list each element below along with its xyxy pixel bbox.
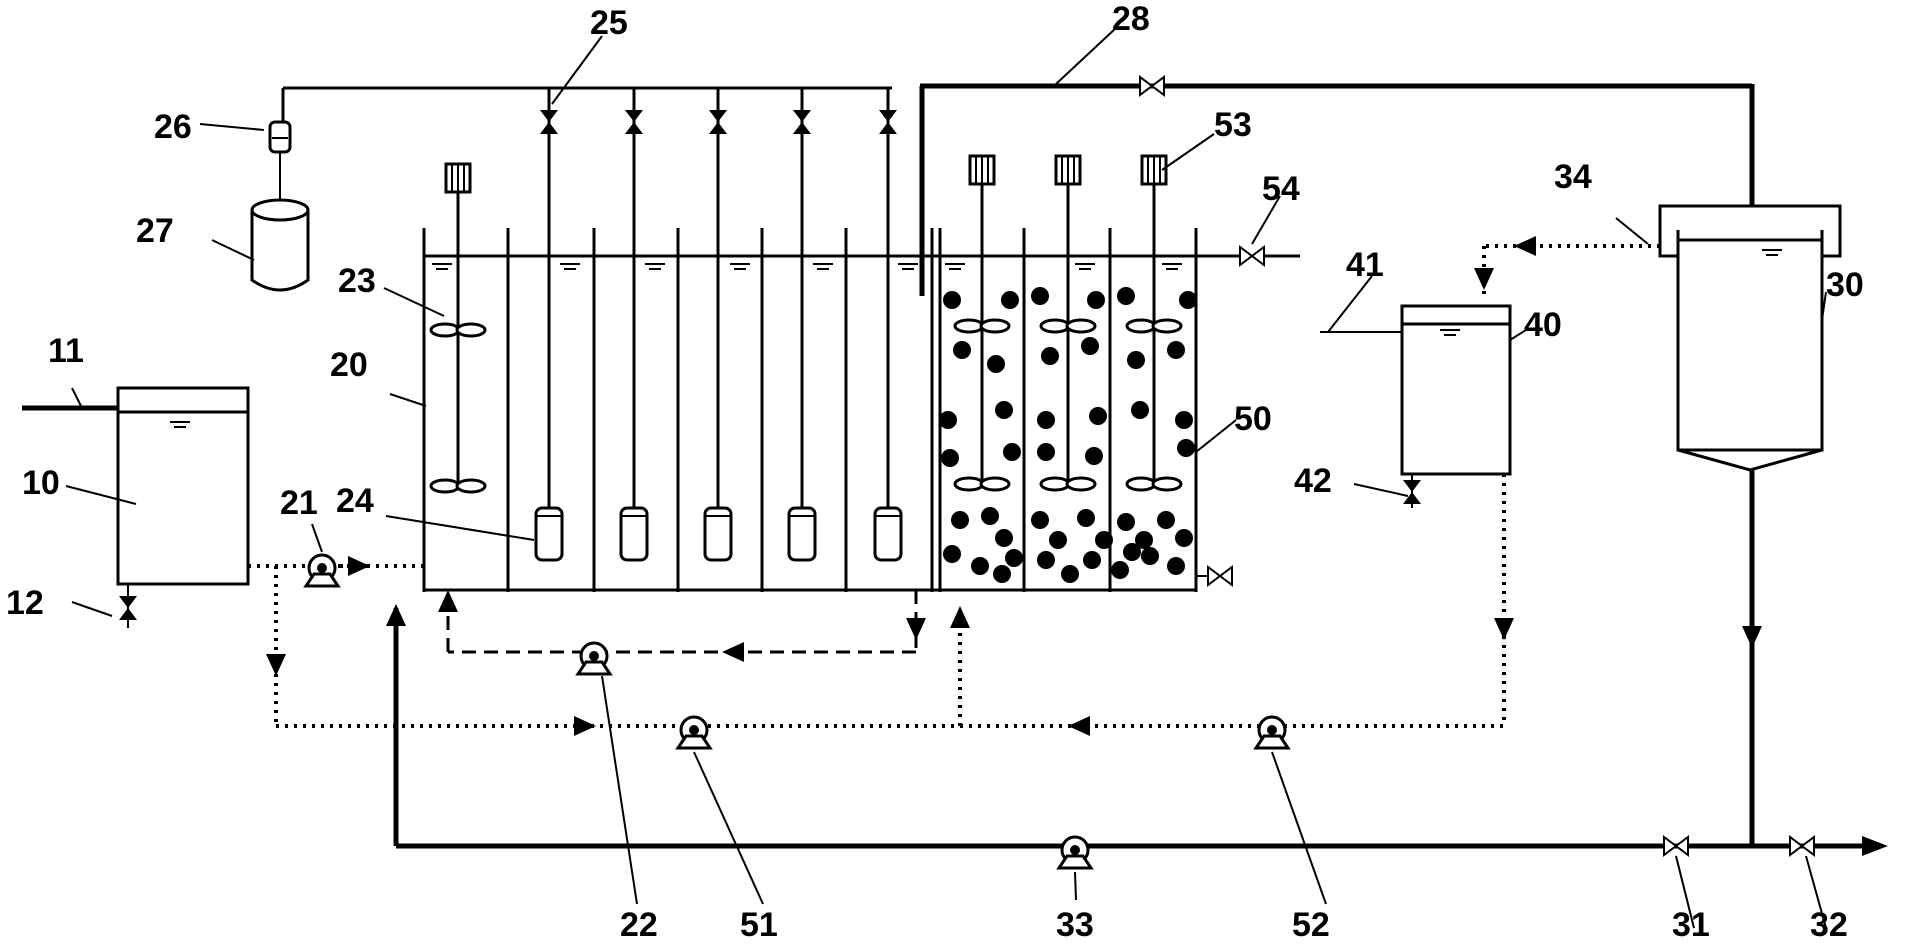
media-dot [1001,291,1019,309]
line-34 [1474,236,1660,300]
label-54: 54 [1262,170,1300,208]
label-28: 28 [1112,0,1150,38]
dotted-loop-51-52 [266,474,1514,750]
biofilm-tank-50 [938,154,1300,592]
leader-lines [65,27,1827,929]
media-dot [1157,511,1175,529]
label-11: 11 [48,332,84,370]
media-dot [995,401,1013,419]
outlet-valve-54 [1239,246,1265,266]
media-dot [1135,531,1153,549]
media-dot [1031,511,1049,529]
label-52: 52 [1292,906,1330,944]
dosing-valves-25 [540,88,897,510]
label-22: 22 [620,906,658,944]
tank-40 [1320,304,1512,508]
media-dot [981,507,999,525]
settling-tank-30 [1658,204,1842,846]
media-dot [953,341,971,359]
label-10: 10 [22,464,60,502]
label-40: 40 [1524,306,1562,344]
label-27: 27 [136,212,174,250]
label-24: 24 [336,482,374,520]
label-41: 41 [1346,246,1384,284]
media-dot [1111,561,1129,579]
media-dot [943,291,961,309]
media-dot [1167,557,1185,575]
media-dot [995,529,1013,547]
dosing-tank-27 [250,88,310,292]
media-dot [1061,565,1079,583]
label-51: 51 [740,906,778,944]
media-dot [1175,411,1193,429]
label-53: 53 [1214,106,1252,144]
media-dot [1085,447,1103,465]
media-dot [1123,543,1141,561]
label-25: 25 [590,4,628,42]
label-12: 12 [6,584,44,622]
media-dot [1177,439,1195,457]
media-dot [1049,531,1067,549]
label-34: 34 [1554,158,1592,196]
media-dot [1037,551,1055,569]
media-dot [1087,291,1105,309]
media-dot [941,449,959,467]
carrier-media [939,287,1197,583]
media-dot [1179,291,1197,309]
recirculation-line-22 [438,590,926,676]
media-dot [1131,401,1149,419]
media-dot [1041,347,1059,365]
media-dot [1167,341,1185,359]
label-21: 21 [280,484,318,522]
label-33: 33 [1056,906,1094,944]
media-dot [987,355,1005,373]
media-dot [1117,287,1135,305]
media-dot [1175,529,1193,547]
media-dot [971,557,989,575]
media-dot [1089,407,1107,425]
media-dot [1037,443,1055,461]
media-dot [1117,513,1135,531]
media-dot [1005,549,1023,567]
media-dot [939,411,957,429]
media-dot [1127,351,1145,369]
media-dot [1077,509,1095,527]
media-dot [1095,531,1113,549]
label-20: 20 [330,346,368,384]
media-dot [1083,551,1101,569]
media-dot [951,511,969,529]
label-26: 26 [154,108,192,146]
media-dot [1141,547,1159,565]
label-50: 50 [1234,400,1272,438]
part-labels: 10 11 12 20 21 22 23 24 25 26 27 28 30 3… [6,0,1864,944]
media-dot [1081,337,1099,355]
reactor-tank-20 [422,162,940,592]
raw-water-tank-10 [22,386,250,628]
label-31: 31 [1672,906,1710,944]
label-23: 23 [338,262,376,300]
media-dot [993,565,1011,583]
label-30: 30 [1826,266,1864,304]
media-dot [943,545,961,563]
label-32: 32 [1810,906,1848,944]
label-42: 42 [1294,462,1332,500]
media-dot [1003,443,1021,461]
feed-line [248,553,424,588]
media-dot [1031,287,1049,305]
media-dot [1037,411,1055,429]
